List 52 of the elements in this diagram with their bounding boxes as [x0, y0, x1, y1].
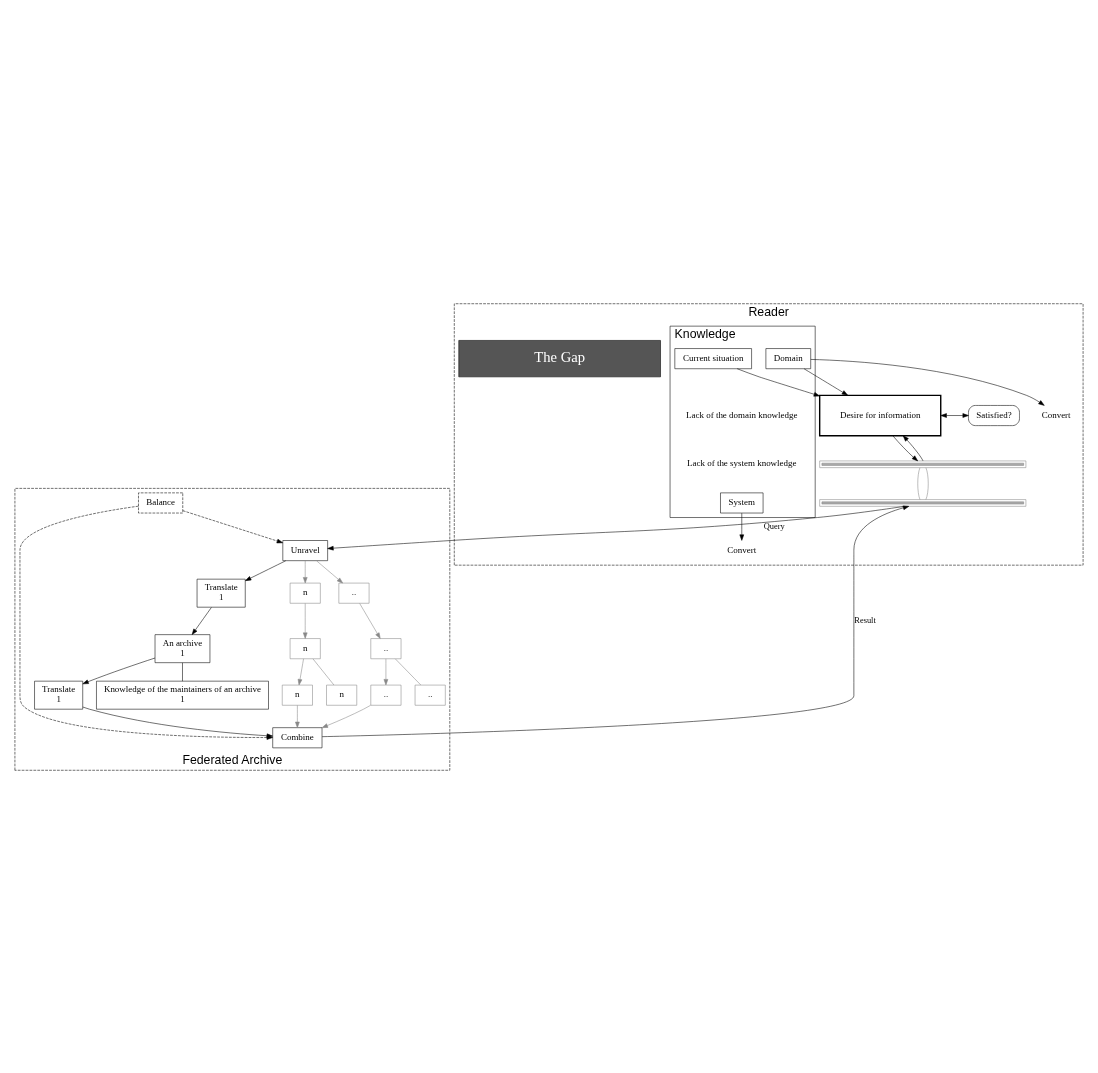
connector	[312, 658, 335, 685]
edge-label: Query	[763, 521, 785, 531]
node-box: ..	[338, 582, 370, 604]
arrow	[810, 358, 1045, 406]
arrow	[736, 367, 820, 396]
arrow	[902, 434, 924, 461]
node-box: Domain	[765, 347, 811, 369]
arrow	[321, 704, 371, 728]
node-box: n	[326, 684, 358, 706]
node-box: ..	[414, 684, 446, 706]
node-text: Convert	[727, 544, 757, 555]
node-box: Knowledge of the maintainers of an archive 1	[96, 680, 269, 709]
connector	[917, 467, 921, 500]
node-text: Convert	[1041, 409, 1071, 420]
arrow	[803, 368, 848, 395]
node-box: The Gap	[458, 339, 661, 377]
node-box: ..	[370, 637, 402, 659]
node-box: Current situation	[674, 347, 752, 369]
node-box: ..	[370, 684, 402, 706]
node-box: Desire for information	[818, 394, 942, 436]
arrow	[321, 505, 910, 737]
arrow	[316, 560, 343, 583]
label: Lack of the system knowledge	[687, 457, 797, 468]
node-box: Translate 1	[196, 578, 246, 607]
node-box: n	[289, 637, 321, 659]
arrow	[359, 602, 381, 639]
arrow	[182, 509, 283, 543]
arrow	[245, 560, 286, 581]
arrow	[297, 658, 304, 685]
arrow	[383, 658, 389, 685]
connector	[925, 467, 929, 500]
connector	[395, 658, 422, 685]
arrow	[82, 657, 156, 684]
node-box: Unravel	[282, 539, 328, 561]
arrow	[295, 704, 300, 728]
node-box: Translate 1	[34, 680, 83, 709]
node-box: An archive 1	[154, 633, 211, 663]
node-box: n	[289, 582, 321, 604]
node-box: n	[281, 684, 313, 706]
arrow	[940, 412, 969, 418]
arrow	[303, 560, 308, 583]
node-box: Balance	[138, 492, 184, 513]
node-box: Satisfied?	[968, 404, 1020, 426]
label: Lack of the domain knowledge	[686, 409, 798, 420]
arrow	[303, 602, 308, 639]
arrow	[739, 512, 745, 541]
node-box: Combine	[272, 726, 323, 748]
node-box: System	[720, 492, 764, 513]
arrow	[892, 434, 918, 461]
arrow	[327, 505, 905, 550]
edge-label: Result	[854, 615, 876, 625]
arrow	[191, 606, 212, 635]
